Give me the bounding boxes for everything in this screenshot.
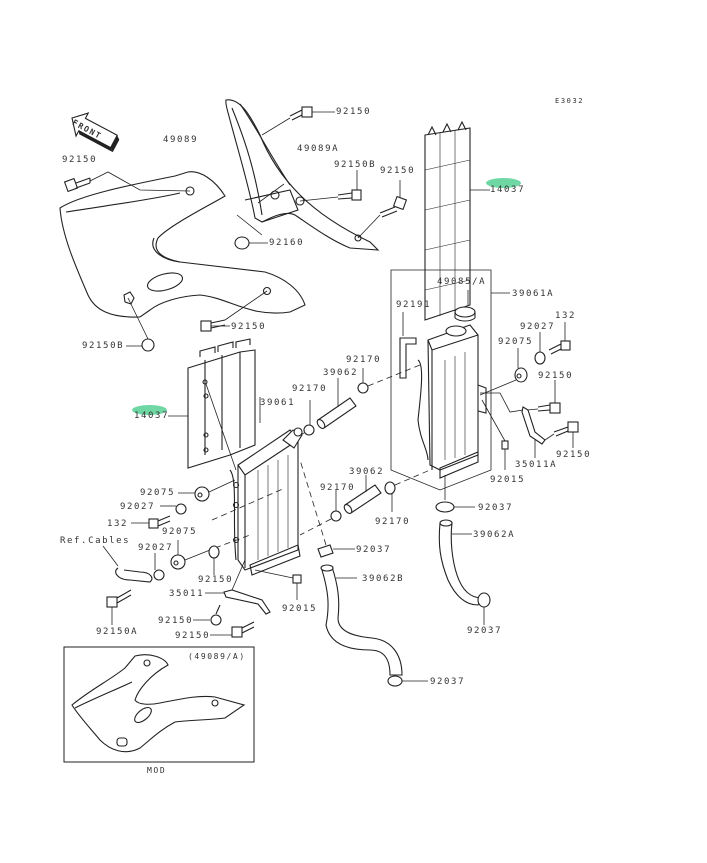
part-label-92170[interactable]: 92170 <box>346 355 382 365</box>
clamp-92037-d <box>387 675 428 687</box>
overflow-hose-92191 <box>399 312 417 379</box>
highlight-14037-right <box>486 178 521 188</box>
part-label-92075[interactable]: 92075 <box>140 488 176 498</box>
clip-92015-r <box>481 399 509 470</box>
bolt-92150-mid <box>200 290 268 332</box>
hose-39062b <box>320 564 403 676</box>
part-label-39061a[interactable]: 39061A <box>512 289 555 299</box>
collar-92027-l2 <box>153 553 165 581</box>
part-label-92150b[interactable]: 92150B <box>334 160 377 170</box>
part-label-49089a[interactable]: 49089A <box>297 144 340 154</box>
ref-cables-label[interactable]: Ref.Cables <box>60 536 131 546</box>
inset-title: (49089/A) <box>188 652 246 661</box>
part-label-35011[interactable]: 35011 <box>169 589 205 599</box>
clamp-92037-c <box>299 459 355 558</box>
part-label-92150[interactable]: 92150 <box>62 155 98 165</box>
part-label-39062a[interactable]: 39062A <box>473 530 516 540</box>
bolt-92150-top <box>261 106 335 136</box>
ref-cable-clip <box>102 545 153 583</box>
clamp-92170-d <box>384 469 431 512</box>
left-radiator <box>211 427 303 576</box>
clamp-92037-b <box>477 592 491 625</box>
grommet-92075-r <box>479 348 528 396</box>
bolt-92150-rr <box>526 380 561 414</box>
part-label-92037[interactable]: 92037 <box>478 503 514 513</box>
part-label-92037[interactable]: 92037 <box>430 677 466 687</box>
part-label-92170[interactable]: 92170 <box>320 483 356 493</box>
part-label-39062b[interactable]: 39062B <box>362 574 405 584</box>
part-label-92150[interactable]: 92150 <box>198 575 234 585</box>
bolt-132-l <box>131 515 171 529</box>
collar-92027-r <box>534 332 546 365</box>
part-label-92191[interactable]: 92191 <box>396 300 432 310</box>
part-label-92027[interactable]: 92027 <box>138 543 174 553</box>
clamp-92037-a <box>435 475 475 513</box>
part-label-92150[interactable]: 92150 <box>538 371 574 381</box>
left-shroud-part <box>59 171 306 318</box>
part-label-132[interactable]: 132 <box>107 519 129 529</box>
part-label-92150[interactable]: 92150 <box>175 631 211 641</box>
part-label-92170[interactable]: 92170 <box>292 384 328 394</box>
clamp-92170-a <box>357 364 421 394</box>
diagram-code: E3032 <box>555 97 585 105</box>
bolt-92150-r <box>357 180 408 239</box>
center-shroud-part <box>225 99 380 251</box>
part-label-92037[interactable]: 92037 <box>356 545 392 555</box>
part-label-92075[interactable]: 92075 <box>162 527 198 537</box>
part-label-92015[interactable]: 92015 <box>490 475 526 485</box>
right-radiator-guard <box>424 120 490 321</box>
hose-39062-a <box>316 378 357 429</box>
collar-92027-l <box>160 503 187 515</box>
clip-92015-l <box>254 569 302 600</box>
bracket-35011 <box>205 559 271 615</box>
part-label-92015[interactable]: 92015 <box>282 604 318 614</box>
part-label-35011a[interactable]: 35011A <box>515 460 558 470</box>
part-label-92170[interactable]: 92170 <box>375 517 411 527</box>
part-label-92027[interactable]: 92027 <box>520 322 556 332</box>
part-label-92150a[interactable]: 92150A <box>96 627 139 637</box>
part-label-92150b[interactable]: 92150B <box>82 341 125 351</box>
part-label-92150[interactable]: 92150 <box>158 616 194 626</box>
clamp-92170-c <box>299 490 342 536</box>
part-label-92150[interactable]: 92150 <box>556 450 592 460</box>
bolt-92150b-l <box>126 297 155 352</box>
right-radiator <box>417 290 487 479</box>
front-arrow-icon <box>71 112 120 153</box>
part-label-14037[interactable]: 14037 <box>490 185 526 195</box>
part-label-92160[interactable]: 92160 <box>269 238 305 248</box>
cap-92160 <box>234 236 268 250</box>
bolt-92150b <box>299 170 362 202</box>
right-radiator-frame <box>390 269 510 491</box>
part-label-132[interactable]: 132 <box>555 311 577 321</box>
left-radiator-guard <box>168 338 256 471</box>
part-label-39062[interactable]: 39062 <box>349 467 385 477</box>
bolt-132-r <box>548 322 571 355</box>
part-label-92075[interactable]: 92075 <box>498 337 534 347</box>
part-label-39061[interactable]: 39061 <box>260 398 296 408</box>
inset-box <box>63 646 255 763</box>
part-label-92027[interactable]: 92027 <box>120 502 156 512</box>
part-label-92150[interactable]: 92150 <box>336 107 372 117</box>
inset-caption: MOD <box>147 766 167 775</box>
grommet-92075-l <box>178 479 236 502</box>
part-label-92150[interactable]: 92150 <box>231 322 267 332</box>
part-label-92150[interactable]: 92150 <box>380 166 416 176</box>
part-label-14037[interactable]: 14037 <box>134 411 170 421</box>
part-label-49089[interactable]: 49089 <box>163 135 199 145</box>
highlight-14037-left <box>132 405 167 415</box>
bolt-92150-rr2 <box>544 421 579 448</box>
part-label-92037[interactable]: 92037 <box>467 626 503 636</box>
bolt-92150-tl <box>63 171 191 193</box>
hose-39062-b <box>343 475 382 514</box>
part-label-39062[interactable]: 39062 <box>323 368 359 378</box>
grommet-92075-l2 <box>170 540 211 570</box>
bolt-92150-l <box>208 545 220 575</box>
bracket-35011a <box>480 392 546 458</box>
bolt-92150-l3 <box>210 621 255 638</box>
part-label-49085a[interactable]: 49085/A <box>437 277 487 287</box>
bolt-92150a <box>106 589 132 625</box>
bolt-92150-l2 <box>193 604 222 626</box>
